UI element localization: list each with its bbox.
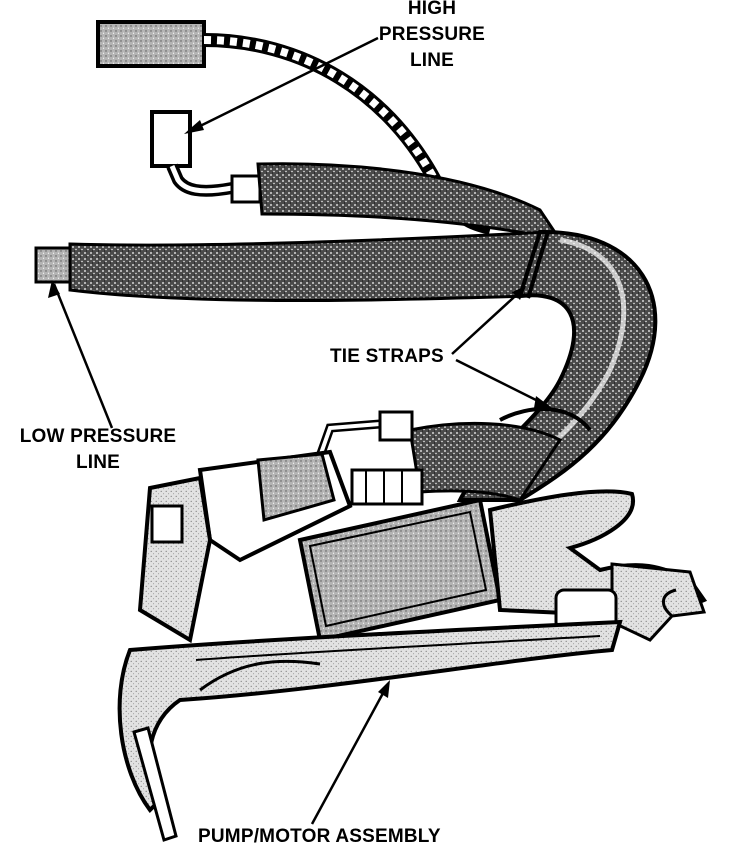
tie-strap-lower (499, 407, 592, 432)
low-pressure-hose-end (34, 246, 72, 284)
pump-fitting-lower (350, 468, 424, 506)
tie-strap-leader-upper (451, 287, 525, 355)
label-tie-straps: TIE STRAPS (330, 346, 444, 367)
low-pressure-sleeved-hose (68, 230, 551, 302)
leader-lines (48, 36, 552, 825)
high-pressure-line-fitting (150, 110, 262, 204)
pump-motor-leader (310, 683, 390, 825)
pump-motor-body (137, 449, 503, 644)
label-high-pressure-3: LINE (410, 50, 454, 71)
tie-strap-leader-lower (455, 358, 549, 408)
label-pump-motor-assembly: PUMP/MOTOR ASSEMBLY (198, 826, 441, 847)
mounting-bracket (117, 489, 708, 842)
bracket-foot (132, 726, 178, 842)
high-pressure-leader (187, 36, 379, 134)
tie-strap-upper (526, 231, 550, 299)
bracket-lower-strap (117, 619, 623, 814)
small-connector (150, 110, 192, 168)
label-low-pressure-1: LOW PRESSURE (20, 426, 177, 447)
label-high-pressure-1: HIGH (408, 0, 456, 19)
upper-connector (96, 20, 206, 68)
pump-inlet-hose (408, 421, 563, 502)
pump-block (137, 475, 213, 644)
bracket-tab (610, 562, 707, 642)
bundled-hose (456, 229, 658, 502)
label-high-pressure-2: PRESSURE (379, 24, 485, 45)
label-low-pressure-2: LINE (76, 452, 120, 473)
low-pressure-leader (52, 283, 114, 429)
pump-fitting-upper (378, 410, 414, 442)
reservoir-box (297, 497, 503, 643)
callout-labels: HIGH PRESSURE LINE TIE STRAPS LOW PRESSU… (20, 0, 485, 847)
upper-sleeved-hose (256, 162, 564, 243)
